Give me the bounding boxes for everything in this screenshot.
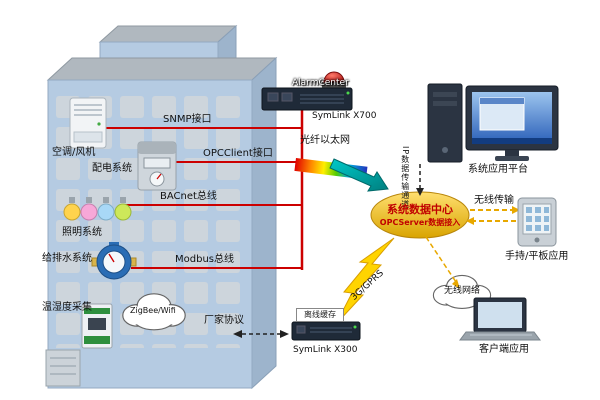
ip-channel-arrow <box>416 164 424 196</box>
data-center-title: 系统数据中心 <box>387 203 453 216</box>
zigbee-label: ZigBee/Wifi <box>130 306 176 315</box>
symlink-x700-device <box>261 71 353 111</box>
data-center-subtitle: OPCServer数据接入 <box>379 218 461 227</box>
wireless-transmission-label: 无线传输 <box>474 195 514 206</box>
vendor-protocol-arrow <box>233 330 289 338</box>
lighting-label: 照明系统 <box>62 227 102 238</box>
power-meter-icon <box>137 141 177 191</box>
modbus-label: Modbus总线 <box>175 254 234 265</box>
offline-cache-tag: 离线缓存 <box>296 308 344 322</box>
app-platform-pc-icon <box>427 83 559 163</box>
fiber-arrow-icon <box>329 158 389 192</box>
entrance-unit-icon <box>45 349 81 387</box>
symlink-x300-device <box>291 321 361 341</box>
wireless-links <box>425 206 520 289</box>
handheld-tablet-icon <box>517 197 557 247</box>
symlink-x300-label: SymLink X300 <box>293 345 358 355</box>
alarm-center-label: AlarmCenter <box>292 78 349 88</box>
fiber-ethernet-label: 光纤以太网 <box>300 135 350 146</box>
alarm-dome-icon <box>323 71 345 83</box>
hvac-icon <box>69 97 107 149</box>
snmp-label: SNMP接口 <box>163 114 212 125</box>
opcclient-label: OPCClient接口 <box>203 148 273 159</box>
wireless-network-label: 无线网络 <box>444 286 481 296</box>
water-label: 给排水系统 <box>42 253 92 264</box>
water-meter-icon <box>91 242 137 280</box>
hvac-label: 空调/风机 <box>52 147 96 158</box>
handheld-app-label: 手持/平板应用 <box>505 251 569 262</box>
power-label: 配电系统 <box>92 163 132 174</box>
symlink-x700-label: SymLink X700 <box>312 111 377 121</box>
light-bulbs-icon <box>63 197 132 221</box>
data-center-text: 系统数据中心 OPCServer数据接入 <box>371 201 469 228</box>
app-platform-label: 系统应用平台 <box>468 164 528 175</box>
sensor-label: 温湿度采集 <box>42 302 92 313</box>
ip-channel-label: IP数据传输通道 <box>400 146 410 210</box>
vendor-label: 厂家协议 <box>204 315 244 326</box>
client-laptop-icon <box>459 297 541 341</box>
sensor-module-icon <box>81 303 113 349</box>
client-app-label: 客户端应用 <box>479 344 529 355</box>
bacnet-label: BACnet总线 <box>160 191 217 202</box>
bus-lines <box>106 108 304 270</box>
